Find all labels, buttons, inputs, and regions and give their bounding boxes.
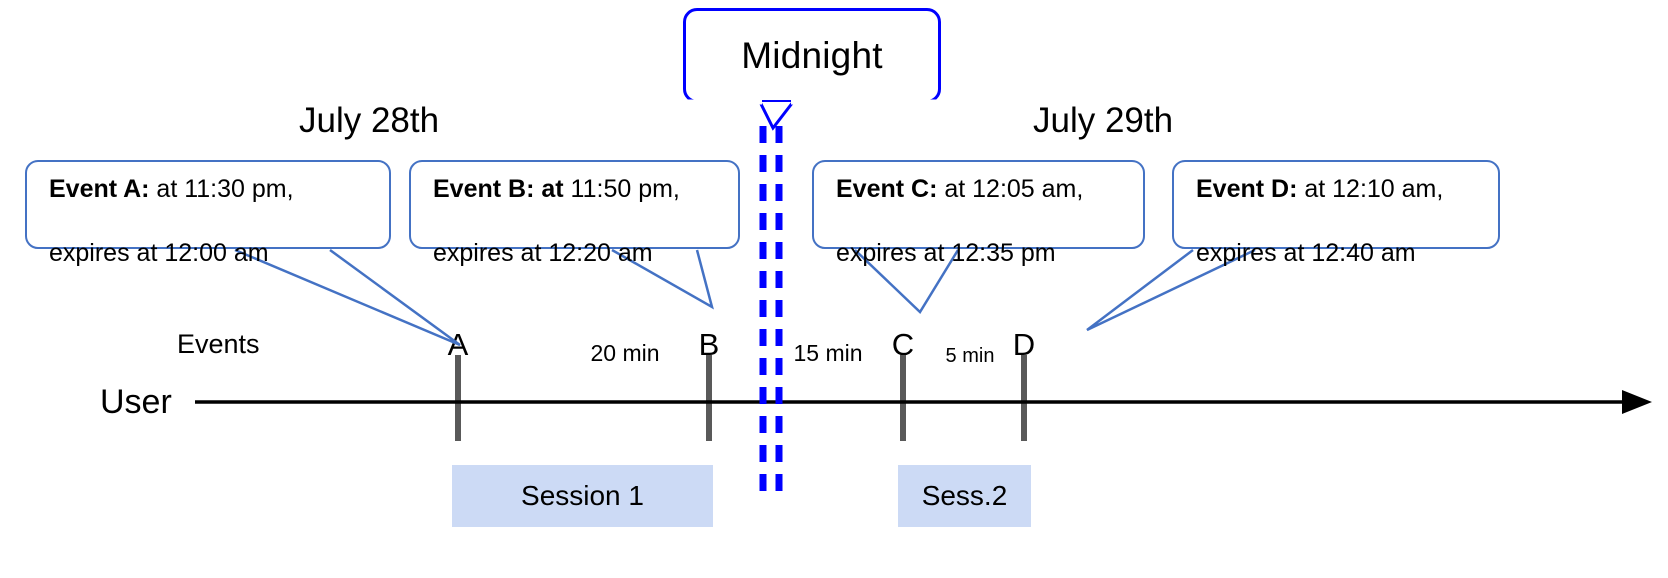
tick-label-b: B [698, 327, 720, 362]
session-block-1-label: Session 1 [521, 480, 644, 511]
tick-mark-d [1021, 355, 1027, 441]
event-b-bold: Event B: at [433, 174, 564, 203]
event-callout-a: Event A: at 11:30 pm, expires at 12:00 a… [25, 160, 391, 267]
event-b-line2: expires at 12:20 am [433, 238, 653, 267]
event-callout-b-text: Event B: at 11:50 pm, expires at 12:20 a… [433, 141, 728, 269]
day-label-july-28: July 28th [299, 101, 440, 140]
event-b-rest: 11:50 pm, [563, 174, 680, 203]
event-a-bold: Event A: [49, 174, 150, 203]
interval-label-c-d: 5 min [945, 345, 995, 367]
day-label-july-29: July 29th [1033, 101, 1174, 140]
event-c-line2: expires at 12:35 pm [836, 238, 1056, 267]
event-d-bold: Event D: [1196, 174, 1298, 203]
event-callout-b: Event B: at 11:50 pm, expires at 12:20 a… [409, 160, 740, 267]
event-callout-a-text: Event A: at 11:30 pm, expires at 12:00 a… [49, 141, 379, 269]
event-callout-d: Event D: at 12:10 am, expires at 12:40 a… [1172, 160, 1500, 267]
session-block-2-label: Sess.2 [921, 480, 1008, 511]
event-callout-c-text: Event C: at 12:05 am, expires at 12:35 p… [836, 141, 1133, 269]
tick-label-d: D [1012, 327, 1036, 362]
midnight-callout-tail [683, 99, 943, 131]
event-d-rest: at 12:10 am, [1297, 174, 1444, 203]
tick-mark-b [706, 355, 712, 441]
tick-mark-c [900, 355, 906, 441]
interval-label-a-b: 20 min [590, 340, 660, 366]
event-c-bold: Event C: [836, 174, 938, 203]
midnight-divider [759, 126, 783, 500]
midnight-callout: Midnight [683, 8, 941, 103]
tick-mark-a [455, 355, 461, 441]
tick-label-c: C [891, 327, 915, 362]
axis-label-events: Events [177, 329, 260, 359]
session-block-1: Session 1 [452, 465, 713, 527]
axis-label-user: User [100, 383, 172, 421]
event-callout-d-text: Event D: at 12:10 am, expires at 12:40 a… [1196, 141, 1488, 269]
session-block-2: Sess.2 [898, 465, 1031, 527]
event-c-rest: at 12:05 am, [937, 174, 1084, 203]
event-a-line2: expires at 12:00 am [49, 238, 269, 267]
event-d-line2: expires at 12:40 am [1196, 238, 1416, 267]
interval-label-b-c: 15 min [793, 340, 863, 366]
event-a-rest: at 11:30 pm, [149, 174, 294, 203]
midnight-callout-label: Midnight [741, 34, 883, 76]
event-callout-c: Event C: at 12:05 am, expires at 12:35 p… [812, 160, 1145, 267]
timeline-axis [195, 390, 1652, 414]
